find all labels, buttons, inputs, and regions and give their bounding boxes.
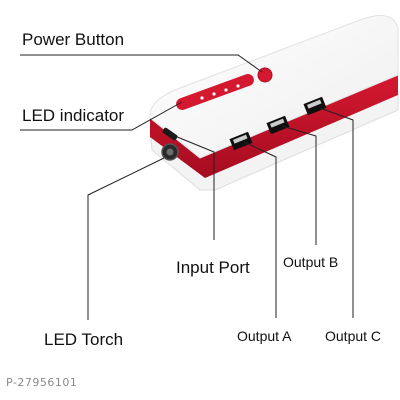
power-button-label: Power Button bbox=[22, 30, 125, 49]
input-port-label: Input Port bbox=[176, 258, 250, 277]
led-dots-icon bbox=[200, 84, 240, 100]
leader-led-indicator bbox=[20, 101, 183, 131]
device-top-shell bbox=[149, 15, 399, 159]
leader-output-c bbox=[319, 107, 354, 318]
leader-led-torch bbox=[87, 157, 165, 320]
watermark: P-27956101 bbox=[6, 376, 78, 389]
usb-port-c-icon bbox=[303, 96, 327, 116]
led-indicator-strip bbox=[176, 74, 254, 110]
led-torch-label: LED Torch bbox=[44, 330, 124, 349]
output-a-label: Output A bbox=[237, 328, 292, 344]
led-indicator-label: LED indicator bbox=[22, 106, 125, 125]
output-c-label: Output C bbox=[325, 328, 382, 344]
usb-port-b-icon bbox=[266, 115, 290, 135]
usb-port-a-icon bbox=[229, 131, 253, 151]
leader-output-b bbox=[281, 125, 317, 245]
output-b-label: Output B bbox=[283, 254, 339, 270]
leader-input-port bbox=[169, 133, 215, 240]
leader-output-a bbox=[243, 141, 277, 318]
leader-power-button bbox=[20, 54, 263, 73]
